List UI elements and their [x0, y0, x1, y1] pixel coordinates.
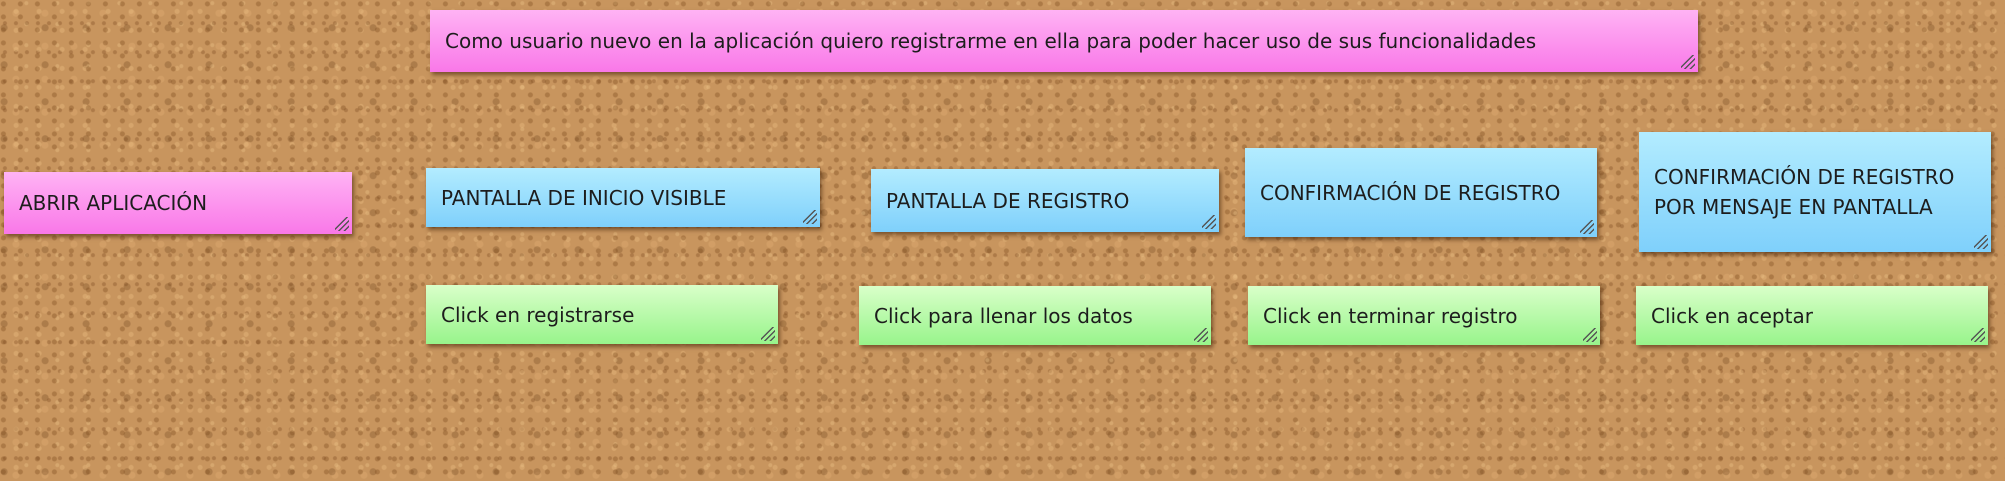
- resize-handle-icon[interactable]: [1974, 235, 1988, 249]
- sticky-note-register-confirmation[interactable]: CONFIRMACIÓN DE REGISTRO: [1245, 148, 1597, 237]
- sticky-note-user-story[interactable]: Como usuario nuevo en la aplicación quie…: [430, 10, 1698, 72]
- sticky-note-register-confirmation-message[interactable]: CONFIRMACIÓN DE REGISTRO POR MENSAJE EN …: [1639, 132, 1991, 252]
- resize-handle-icon[interactable]: [335, 217, 349, 231]
- sticky-note-text: PANTALLA DE INICIO VISIBLE: [441, 185, 727, 210]
- resize-handle-icon[interactable]: [803, 210, 817, 224]
- sticky-note-click-accept[interactable]: Click en aceptar: [1636, 286, 1988, 345]
- sticky-note-text: CONFIRMACIÓN DE REGISTRO: [1260, 180, 1561, 205]
- sticky-note-open-app[interactable]: ABRIR APLICACIÓN: [4, 172, 352, 234]
- sticky-note-click-fill-data[interactable]: Click para llenar los datos: [859, 286, 1211, 345]
- sticky-note-text: Como usuario nuevo en la aplicación quie…: [445, 29, 1537, 53]
- resize-handle-icon[interactable]: [1194, 328, 1208, 342]
- sticky-note-register-screen[interactable]: PANTALLA DE REGISTRO: [871, 169, 1219, 232]
- sticky-note-text: Click en aceptar: [1651, 303, 1813, 328]
- sticky-note-text: Click en registrarse: [441, 302, 635, 327]
- sticky-note-text: ABRIR APLICACIÓN: [19, 191, 208, 215]
- sticky-note-text: Click para llenar los datos: [874, 303, 1133, 328]
- resize-handle-icon[interactable]: [1202, 215, 1216, 229]
- resize-handle-icon[interactable]: [761, 327, 775, 341]
- sticky-note-click-finish-registration[interactable]: Click en terminar registro: [1248, 286, 1600, 345]
- sticky-note-text: CONFIRMACIÓN DE REGISTRO POR MENSAJE EN …: [1654, 165, 1955, 219]
- resize-handle-icon[interactable]: [1583, 328, 1597, 342]
- sticky-note-click-register[interactable]: Click en registrarse: [426, 285, 778, 344]
- sticky-note-start-screen[interactable]: PANTALLA DE INICIO VISIBLE: [426, 168, 820, 227]
- resize-handle-icon[interactable]: [1971, 328, 1985, 342]
- sticky-note-text: PANTALLA DE REGISTRO: [886, 188, 1130, 213]
- sticky-note-text: Click en terminar registro: [1263, 303, 1518, 328]
- resize-handle-icon[interactable]: [1580, 220, 1594, 234]
- resize-handle-icon[interactable]: [1681, 55, 1695, 69]
